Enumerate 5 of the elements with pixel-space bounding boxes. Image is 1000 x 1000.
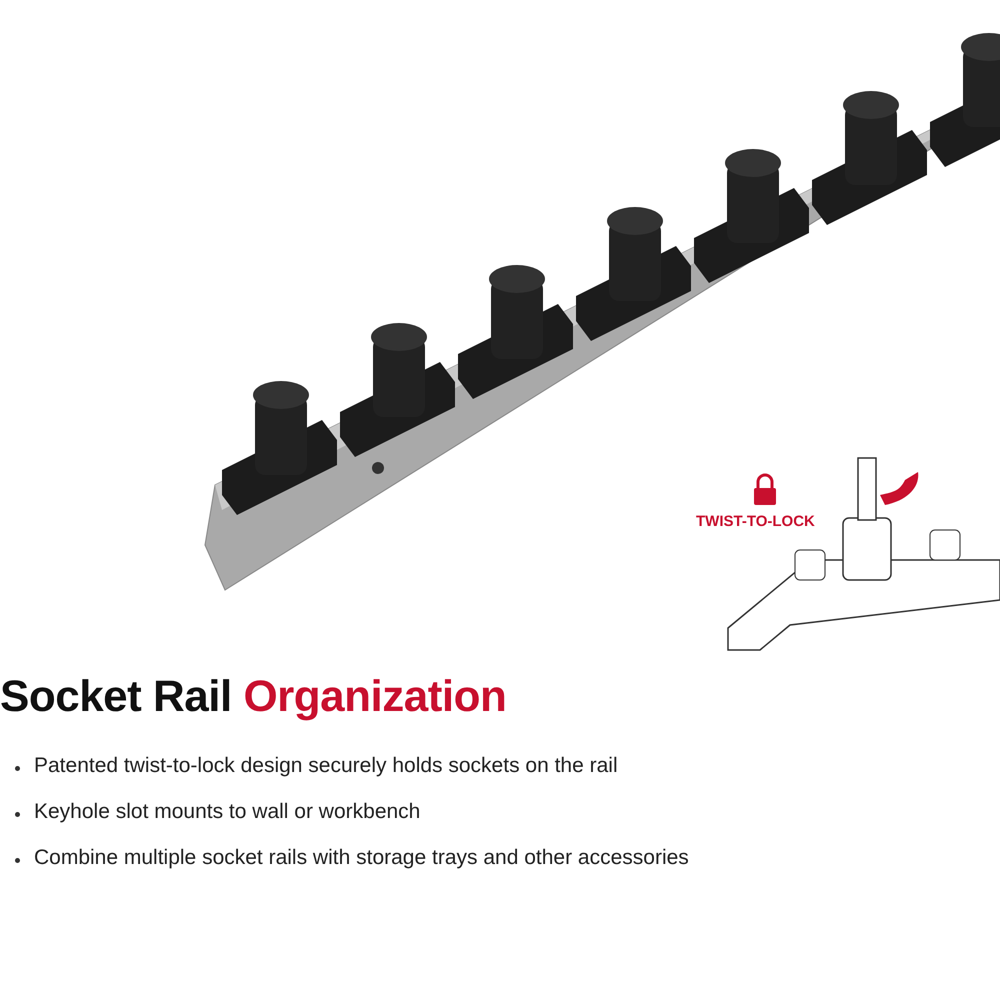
callout-text: TWIST-TO-LOCK bbox=[696, 513, 815, 530]
bullet-point-text: Keyhole slot mounts to wall or workbench bbox=[34, 800, 420, 824]
bullet-point-text: Patented twist-to-lock design securely holds sockets on the rail bbox=[34, 754, 618, 778]
bullet-point-text: Combine multiple socket rails with storage trays and other accessories bbox=[34, 846, 689, 870]
heading: Socket Rail Organization bbox=[0, 672, 506, 722]
